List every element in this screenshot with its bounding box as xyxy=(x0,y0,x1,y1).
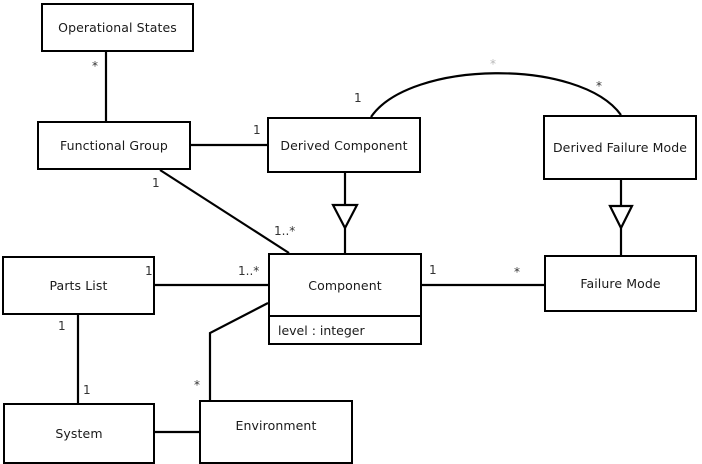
class-name-functional-group: Functional Group xyxy=(60,138,168,153)
class-name-component: Component xyxy=(308,277,382,293)
class-box-parts-list[interactable]: Parts List xyxy=(2,256,155,315)
edge-functional-group-component xyxy=(159,169,290,254)
multiplicity-component-from-parts-list: 1..* xyxy=(238,264,260,278)
multiplicity-system-from-parts-list: 1 xyxy=(83,383,91,397)
multiplicity-parts-list-to-component: 1 xyxy=(145,264,153,278)
class-name-failure-mode: Failure Mode xyxy=(580,276,661,291)
class-name-system: System xyxy=(55,426,103,441)
class-name-parts-list: Parts List xyxy=(49,278,108,293)
edge-environment-component xyxy=(208,302,269,400)
multiplicity-arc-derived-failure-mode-end: * xyxy=(596,79,602,93)
multiplicity-component-from-functional-group: 1..* xyxy=(274,224,296,238)
multiplicity-operational-states-end: * xyxy=(92,59,98,73)
multiplicity-environment-to-component: * xyxy=(194,378,200,392)
class-box-derived-component[interactable]: Derived Component xyxy=(267,117,421,173)
multiplicity-derived-component-end: 1 xyxy=(253,123,261,137)
class-name-operational-states: Operational States xyxy=(58,20,177,35)
class-box-operational-states[interactable]: Operational States xyxy=(41,3,194,52)
class-box-failure-mode[interactable]: Failure Mode xyxy=(544,255,697,312)
generalization-arrowhead-failure-mode xyxy=(608,204,634,231)
class-box-functional-group[interactable]: Functional Group xyxy=(37,121,191,170)
class-box-derived-failure-mode[interactable]: Derived Failure Mode xyxy=(543,115,697,180)
class-box-system[interactable]: System xyxy=(3,403,155,464)
class-box-environment[interactable]: Environment xyxy=(199,400,353,464)
multiplicity-failure-mode-from-component: * xyxy=(514,265,520,279)
class-name-derived-failure-mode: Derived Failure Mode xyxy=(552,140,688,155)
class-name-environment: Environment xyxy=(235,417,317,433)
class-name-derived-component: Derived Component xyxy=(280,137,408,153)
class-box-component[interactable]: Component level : integer xyxy=(268,253,422,345)
multiplicity-parts-list-to-system: 1 xyxy=(58,319,66,333)
class-attribute-component-level: level : integer xyxy=(270,315,420,343)
multiplicity-functional-group-to-component: 1 xyxy=(152,176,160,190)
multiplicity-arc-derived-component-end: 1 xyxy=(354,91,362,105)
generalization-arrowhead-component xyxy=(331,203,359,231)
multiplicity-component-to-failure-mode: 1 xyxy=(429,263,437,277)
edge-derived-component-derived-failure-mode-arc xyxy=(370,72,622,118)
multiplicity-arc-apex: * xyxy=(490,57,496,71)
